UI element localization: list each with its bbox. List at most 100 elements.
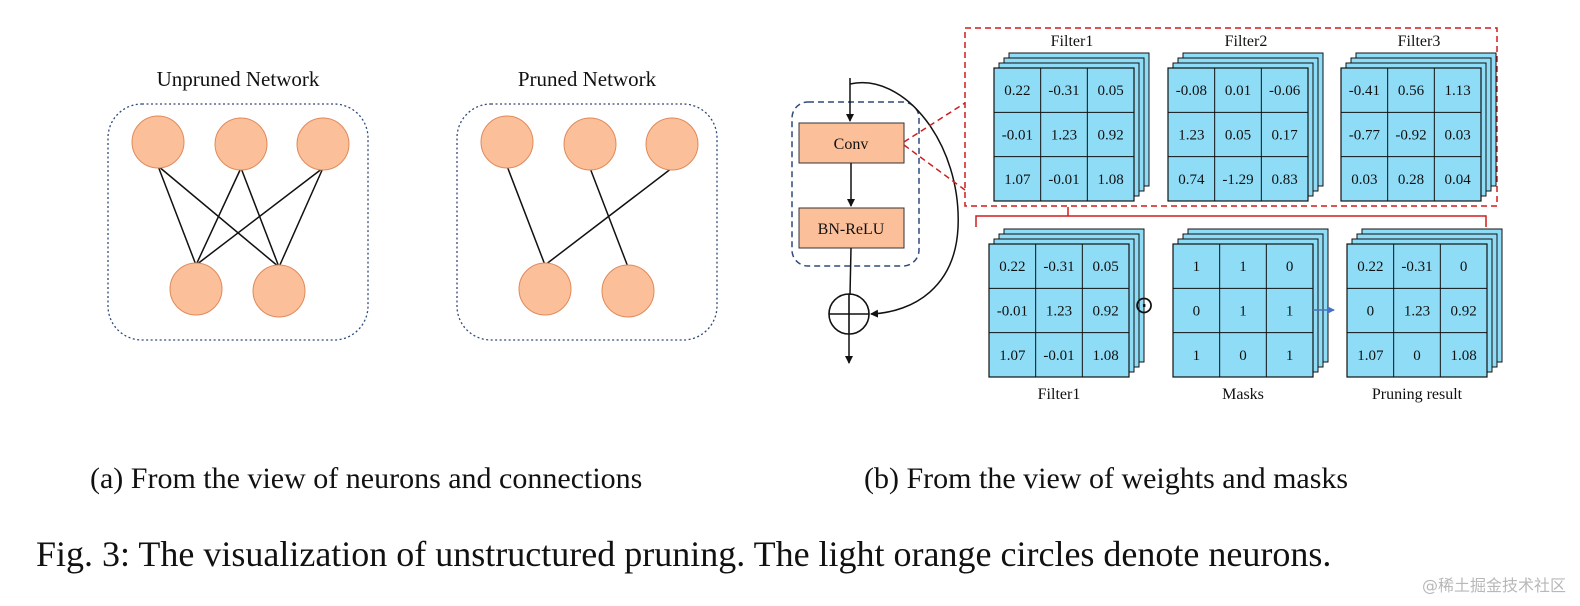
- matrix-cell-value: 0: [1413, 348, 1421, 364]
- conv-filters-highlight: [964, 27, 1498, 207]
- matrix-front: [988, 243, 1130, 378]
- unpruned-network-title: Unpruned Network: [157, 67, 320, 91]
- watermark: @稀土掘金技术社区: [1421, 576, 1566, 595]
- matrix-cell-value: -0.41: [1349, 83, 1380, 99]
- matrix-cell-value: -0.31: [1048, 83, 1079, 99]
- highlight-leader-bottom: [903, 144, 966, 191]
- matrix-cell-value: 0.05: [1093, 259, 1119, 275]
- matrix-cell-value: -1.29: [1222, 172, 1253, 188]
- matrix-cell-value: 1.13: [1445, 83, 1471, 99]
- matrix-cell-value: 1: [1239, 304, 1247, 320]
- matrix-cell-value: -0.08: [1176, 83, 1207, 99]
- matrix-cell-value: 0.03: [1445, 128, 1471, 144]
- matrix-cell-value: 0.92: [1451, 304, 1477, 320]
- unpruned-neuron: [169, 262, 223, 316]
- matrix-cell-value: 0.22: [1357, 259, 1383, 275]
- matrix-cell-value: 1.07: [999, 348, 1026, 364]
- matrix-label: Masks: [1222, 386, 1264, 403]
- highlight-leader-top: [903, 102, 966, 143]
- matrix-cell-value: 1.23: [1046, 304, 1072, 320]
- matrix-cell-value: -0.06: [1269, 83, 1301, 99]
- matrix-cell-value: 0.22: [999, 259, 1025, 275]
- matrix-filter2: -0.08 0.01 -0.06 1.23 0.05 0.17 0.74 -1.29 0.83 F…: [1167, 33, 1324, 202]
- matrix-cell-value: -0.01: [1043, 348, 1074, 364]
- caption-a: (a) From the view of neurons and connect…: [90, 462, 643, 495]
- matrix-cell-value: 1: [1239, 259, 1247, 275]
- unpruned-network-frame: [107, 103, 369, 341]
- neurons: [131, 115, 699, 318]
- hadamard-operator: ⊙: [1134, 291, 1154, 319]
- pruned-neuron: [601, 264, 655, 318]
- matrix-cell-value: 0.28: [1398, 172, 1424, 188]
- matrix-cell-value: 0: [1239, 348, 1247, 364]
- matrix-cell-value: 0: [1193, 304, 1201, 320]
- matrix-cell-value: 0.56: [1398, 83, 1425, 99]
- unpruned-connection: [195, 167, 242, 266]
- matrix-label: Pruning result: [1372, 386, 1463, 403]
- matrix-label: Filter2: [1225, 33, 1268, 50]
- unpruned-neuron: [296, 117, 350, 171]
- unpruned-connections: [157, 165, 324, 268]
- matrix-cell-value: -0.31: [1401, 259, 1432, 275]
- pruned-neuron: [563, 117, 617, 171]
- matrix-cell-value: 0.05: [1225, 128, 1251, 144]
- matrix-cell-value: 0.92: [1093, 304, 1119, 320]
- matrix-label: Filter1: [1038, 386, 1081, 403]
- matrix-label: Filter3: [1398, 33, 1441, 50]
- pruned-connection: [506, 165, 546, 266]
- conv-label: Conv: [834, 136, 869, 153]
- matrix-cell-value: 0.03: [1351, 172, 1377, 188]
- figure-caption: Fig. 3: The visualization of unstructure…: [36, 534, 1332, 574]
- matrix-cell-value: -0.01: [997, 304, 1028, 320]
- matrix-cell-value: 1.23: [1178, 128, 1204, 144]
- matrix-front: [1167, 67, 1309, 202]
- unpruned-connection: [278, 167, 324, 268]
- pruned-connection: [589, 167, 629, 268]
- pruned-network-frame: [456, 103, 718, 341]
- matrix-cell-value: 1.08: [1098, 172, 1124, 188]
- caption-b: (b) From the view of weights and masks: [864, 462, 1349, 495]
- matrix-cell-value: 0.17: [1272, 128, 1299, 144]
- pruned-connections: [506, 165, 673, 268]
- matrix-front: [1346, 243, 1488, 378]
- unpruned-connection: [240, 167, 280, 268]
- pruned-neuron: [480, 115, 534, 169]
- matrix-front: [1172, 243, 1314, 378]
- unpruned-neuron: [131, 115, 185, 169]
- matrix-cell-value: 0.05: [1098, 83, 1124, 99]
- matrix-cell-value: 0.04: [1445, 172, 1472, 188]
- unpruned-neuron: [214, 117, 268, 171]
- pruned-neuron: [645, 117, 699, 171]
- matrix-cell-value: -0.77: [1349, 128, 1381, 144]
- matrix-cell-value: 1.07: [1357, 348, 1384, 364]
- matrix-cell-value: 1.23: [1404, 304, 1430, 320]
- matrix-cell-value: -0.01: [1002, 128, 1033, 144]
- matrix-cell-value: 0.83: [1272, 172, 1298, 188]
- matrix-front: [1340, 67, 1482, 202]
- unpruned-neuron: [252, 264, 306, 318]
- matrix-cell-value: 1.07: [1004, 172, 1031, 188]
- matrix-cell-value: 1.23: [1051, 128, 1077, 144]
- matrix-label: Filter1: [1051, 33, 1094, 50]
- matrix-cell-value: 0: [1460, 259, 1468, 275]
- bn-to-add-line: [849, 247, 852, 296]
- matrix-cell-value: 1.08: [1451, 348, 1477, 364]
- bn-relu-box: [798, 207, 905, 249]
- matrix-cell-value: 0: [1367, 304, 1375, 320]
- matrix-cell-value: 1.08: [1093, 348, 1119, 364]
- matrix-cell-value: 0.01: [1225, 83, 1251, 99]
- matrix-cell-value: 0.74: [1178, 172, 1205, 188]
- matrix-cell-value: 1: [1286, 348, 1294, 364]
- conv-block-frame: [791, 101, 920, 267]
- unpruned-connection: [157, 165, 197, 266]
- matrix-cell-value: -0.01: [1048, 172, 1079, 188]
- matrix-cell-value: 0.22: [1004, 83, 1030, 99]
- filter-bracket: [975, 207, 1487, 227]
